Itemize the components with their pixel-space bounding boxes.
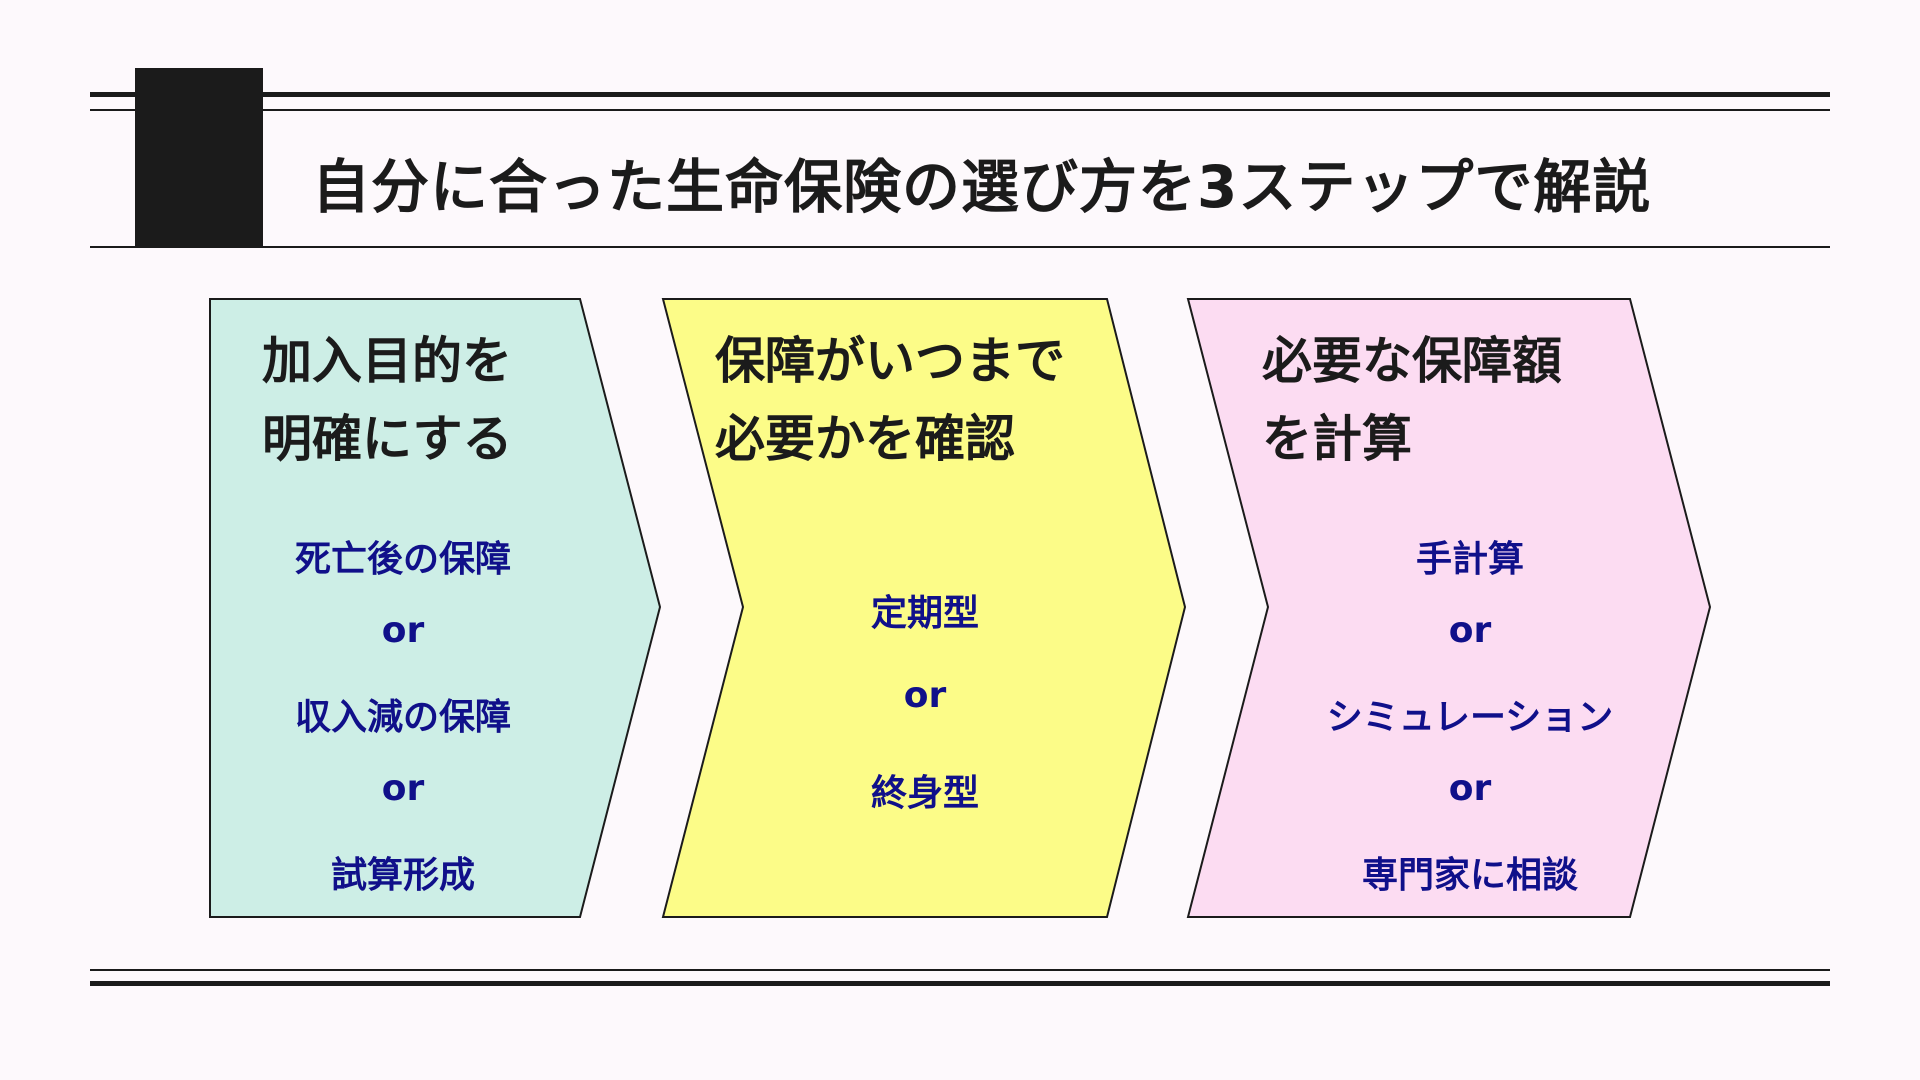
step-2-or-1: or [903,675,947,716]
step-3-heading-line-2: を計算 [1262,410,1412,468]
step-3-or-1: or [1448,610,1492,651]
step-3-option-3: 専門家に相談 [1361,855,1578,896]
step-3-heading: 必要な保障額 を計算 [1262,322,1562,478]
step-2-heading-line-2: 必要かを確認 [715,410,1015,468]
bottom-rule-thick [90,981,1830,986]
step-2-option-2: 終身型 [870,773,979,814]
step-1-heading: 加入目的を 明確にする [262,322,513,478]
step-1-or-1: or [381,610,425,651]
step-2-chevron [661,298,1187,918]
step-1-heading-line-1: 加入目的を [262,332,512,390]
bottom-rule-thin [90,969,1830,971]
title-underline [90,246,1830,248]
step-1-option-1: 死亡後の保障 [294,539,511,580]
step-3-heading-line-1: 必要な保障額 [1262,332,1562,390]
step-3-option-1: 手計算 [1415,539,1524,580]
step-1-option-2: 収入減の保障 [294,697,511,738]
step-3-or-2: or [1448,768,1492,809]
step-2-heading: 保障がいつまで 必要かを確認 [715,322,1065,478]
step-1-chevron [209,298,662,918]
step-2-option-1: 定期型 [870,593,979,634]
top-rule-thick [90,92,1830,97]
top-rule-thin [90,109,1830,111]
step-3-option-2: シミュレーション [1326,697,1614,738]
page-title: 自分に合った生命保険の選び方を3ステップで解説 [312,153,1652,221]
step-2-heading-line-1: 保障がいつまで [715,332,1065,390]
step-1-heading-line-2: 明確にする [262,410,513,468]
step-1-option-3: 試算形成 [330,855,475,896]
step-3-chevron [1186,298,1712,918]
step-1-or-2: or [381,768,425,809]
title-accent-block [135,68,263,248]
